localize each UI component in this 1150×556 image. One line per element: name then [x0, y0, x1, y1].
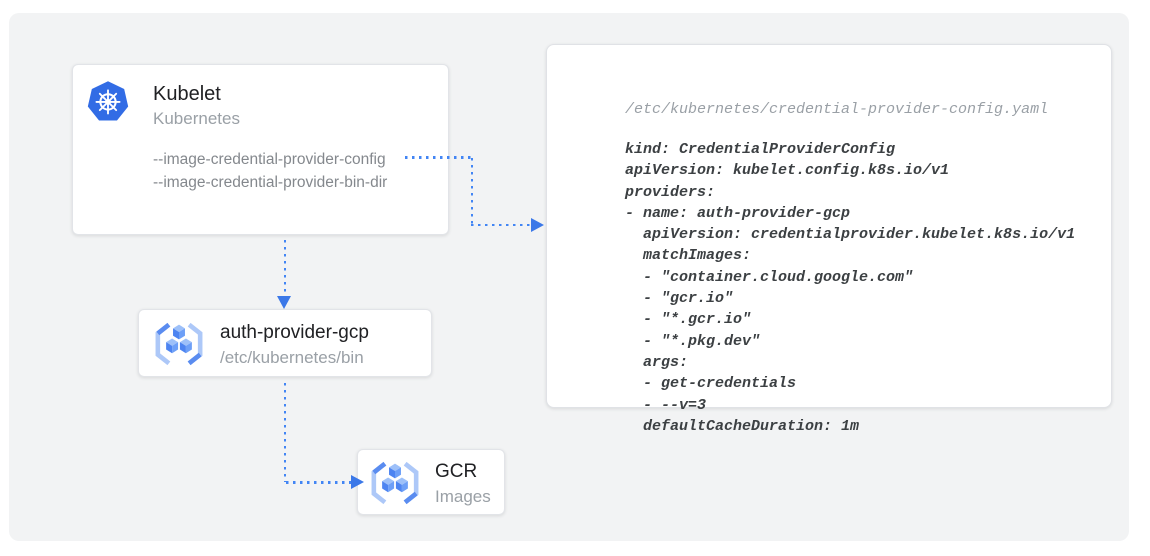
credential-provider-config-card: /etc/kubernetes/credential-provider-conf… [546, 44, 1112, 435]
cube-bottom-left [166, 338, 179, 354]
gcr-subtitle: Images [435, 487, 491, 506]
config-yaml-code: kind: CredentialProviderConfig apiVersio… [625, 141, 1076, 435]
auth-provider-subtitle: /etc/kubernetes/bin [220, 348, 364, 367]
config-file-path: /etc/kubernetes/credential-provider-conf… [625, 101, 1049, 118]
container-registry-icon [155, 322, 203, 366]
arrowhead-down-icon [277, 296, 291, 309]
arrowhead-right-icon [531, 218, 544, 232]
kubelet-node-card: Kubelet Kubernetes --image-credential-pr… [72, 64, 449, 235]
edge-segment [405, 156, 472, 159]
edge-segment [471, 223, 531, 226]
arrowhead-right-icon [351, 475, 364, 489]
edge-segment [283, 383, 286, 482]
edge-segment [283, 240, 286, 297]
cube-bottom-right [179, 338, 192, 354]
gcr-title: GCR [435, 461, 478, 482]
auth-provider-title: auth-provider-gcp [220, 322, 369, 343]
kubelet-title: Kubelet [153, 83, 221, 105]
kubelet-flag-list: --image-credential-provider-config --ima… [153, 151, 388, 191]
edge-segment [286, 481, 351, 484]
edge-segment [470, 158, 473, 224]
container-registry-icon [371, 461, 419, 505]
kubelet-subtitle: Kubernetes [153, 109, 240, 128]
cube-top [173, 324, 185, 340]
gcr-node-card: GCR Images [357, 449, 505, 515]
kubernetes-icon [87, 81, 129, 121]
auth-provider-gcp-node-card: auth-provider-gcp /etc/kubernetes/bin [138, 309, 432, 377]
